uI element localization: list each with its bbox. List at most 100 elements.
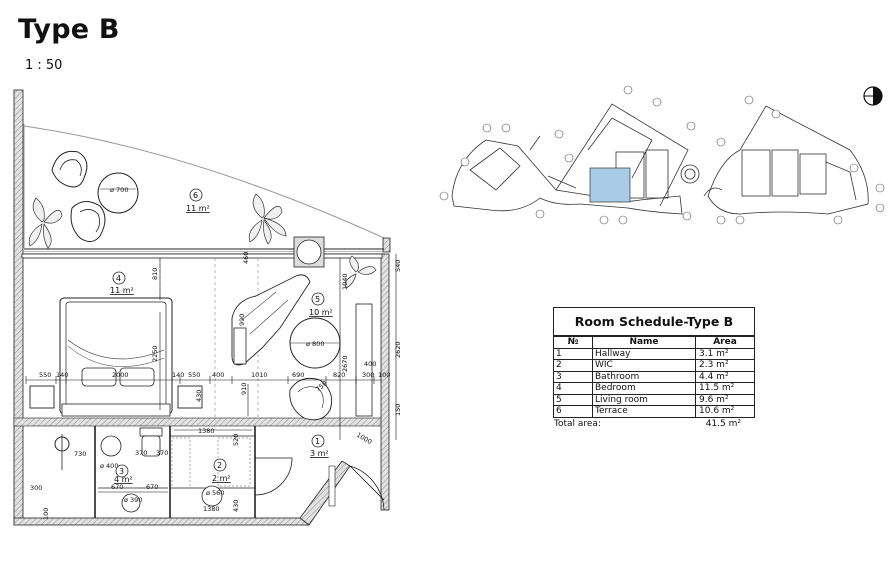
toilet <box>139 427 163 457</box>
south-wall <box>13 517 310 526</box>
svg-text:2620: 2620 <box>394 341 402 358</box>
table-row: 2 WIC 2.3 m² <box>553 359 755 372</box>
room-name: Bedroom <box>592 382 696 395</box>
svg-text:100: 100 <box>42 508 50 520</box>
schedule-title: Room Schedule-Type B <box>553 307 755 336</box>
terrace-table: ø 700 <box>97 172 139 214</box>
column-header: Area <box>695 336 755 349</box>
drawing-scale: 1 : 50 <box>25 58 63 73</box>
svg-text:820: 820 <box>333 371 345 379</box>
svg-text:3 m²: 3 m² <box>310 449 329 458</box>
svg-text:550: 550 <box>39 371 51 379</box>
svg-text:3: 3 <box>119 467 124 476</box>
svg-text:300: 300 <box>362 371 374 379</box>
bathroom-room-label: 3 4 m² <box>114 464 133 484</box>
svg-text:2670: 2670 <box>341 355 349 372</box>
svg-text:4 m²: 4 m² <box>114 475 133 484</box>
hallway-room-label: 1 3 m² <box>310 434 329 458</box>
svg-text:ø 390: ø 390 <box>124 496 142 504</box>
east-wall <box>380 253 390 511</box>
room-area: 10.6 m² <box>695 405 755 418</box>
cabinet <box>355 303 373 417</box>
table-row: 3 Bathroom 4.4 m² <box>553 370 755 383</box>
room-name: WIC <box>592 359 696 372</box>
svg-text:ø 400: ø 400 <box>100 462 118 470</box>
svg-text:520: 520 <box>232 434 240 446</box>
room-name: Living room <box>592 393 696 406</box>
svg-text:5: 5 <box>315 295 320 304</box>
svg-text:370: 370 <box>135 449 147 457</box>
room-area: 9.6 m² <box>695 393 755 406</box>
key-plan <box>451 103 869 215</box>
bed <box>59 297 173 417</box>
svg-text:150: 150 <box>394 404 402 416</box>
svg-text:ø 700: ø 700 <box>110 186 128 194</box>
key-plan-grid-markers <box>439 85 885 225</box>
room-number: 6 <box>553 405 593 418</box>
svg-text:2: 2 <box>217 461 222 470</box>
svg-text:910: 910 <box>240 383 248 395</box>
table-row: 6 Terrace 10.6 m² <box>553 405 755 418</box>
svg-text:140: 140 <box>172 371 184 379</box>
bath-sink: ø 400 <box>100 435 122 470</box>
terrace-chair-2 <box>70 201 106 242</box>
armchair <box>289 377 333 421</box>
north-arrow-icon <box>863 86 883 106</box>
svg-text:810: 810 <box>151 268 159 280</box>
room-area: 4.4 m² <box>695 370 755 383</box>
room-area: 2.3 m² <box>695 359 755 372</box>
svg-text:430: 430 <box>195 390 203 402</box>
interior-wall <box>13 417 385 427</box>
svg-text:1380: 1380 <box>198 427 215 435</box>
bedroom-room-label: 4 11 m² <box>110 271 134 295</box>
svg-text:400: 400 <box>364 360 376 368</box>
room-name: Hallway <box>592 347 696 360</box>
nightstand <box>177 385 203 409</box>
schedule-header-row: № Name Area <box>553 336 755 349</box>
svg-text:300: 300 <box>30 484 42 492</box>
room-number: 2 <box>553 359 593 372</box>
wic-room-label: 2 2 m² <box>212 458 231 483</box>
svg-text:540: 540 <box>394 260 402 272</box>
svg-text:ø 800: ø 800 <box>306 340 324 348</box>
shower-drain <box>54 434 70 470</box>
svg-text:460: 460 <box>242 252 250 264</box>
page-title: Type B <box>18 14 120 45</box>
room-name: Terrace <box>592 405 696 418</box>
svg-text:ø 560: ø 560 <box>206 489 224 497</box>
svg-text:2 m²: 2 m² <box>212 474 231 483</box>
svg-text:2000: 2000 <box>112 371 129 379</box>
svg-text:11 m²: 11 m² <box>186 204 210 213</box>
svg-text:11 m²: 11 m² <box>110 286 134 295</box>
svg-text:550: 550 <box>188 371 200 379</box>
svg-text:670: 670 <box>146 483 158 491</box>
plant-icon <box>248 193 287 245</box>
terrace-room-label: 6 11 m² <box>186 188 210 213</box>
room-number: 1 <box>553 347 593 360</box>
room-schedule: Room Schedule-Type B № Name Area 1 Hallw… <box>553 307 755 429</box>
svg-text:6: 6 <box>193 191 198 200</box>
plant-icon <box>344 255 377 289</box>
nightstand <box>29 385 55 409</box>
table-row: 1 Hallway 3.1 m² <box>553 347 755 360</box>
room-area: 11.5 m² <box>695 382 755 395</box>
west-wall <box>13 89 24 523</box>
room-area: 3.1 m² <box>695 347 755 360</box>
svg-text:670: 670 <box>111 483 123 491</box>
living-table: ø 800 <box>289 317 341 369</box>
total-area-label: Total area: <box>554 418 601 429</box>
svg-text:430: 430 <box>232 500 240 512</box>
room-number: 5 <box>553 393 593 406</box>
svg-text:1000: 1000 <box>355 431 373 446</box>
svg-text:690: 690 <box>292 371 304 379</box>
terrace-edge <box>23 125 385 239</box>
room-number: 4 <box>553 382 593 395</box>
svg-text:140: 140 <box>56 371 68 379</box>
key-plan-highlight <box>589 167 631 203</box>
svg-text:1380: 1380 <box>203 505 220 513</box>
svg-text:4: 4 <box>116 274 121 283</box>
svg-text:400: 400 <box>212 371 224 379</box>
table-row: 5 Living room 9.6 m² <box>553 393 755 406</box>
total-area-value: 41.5 m² <box>705 418 741 429</box>
